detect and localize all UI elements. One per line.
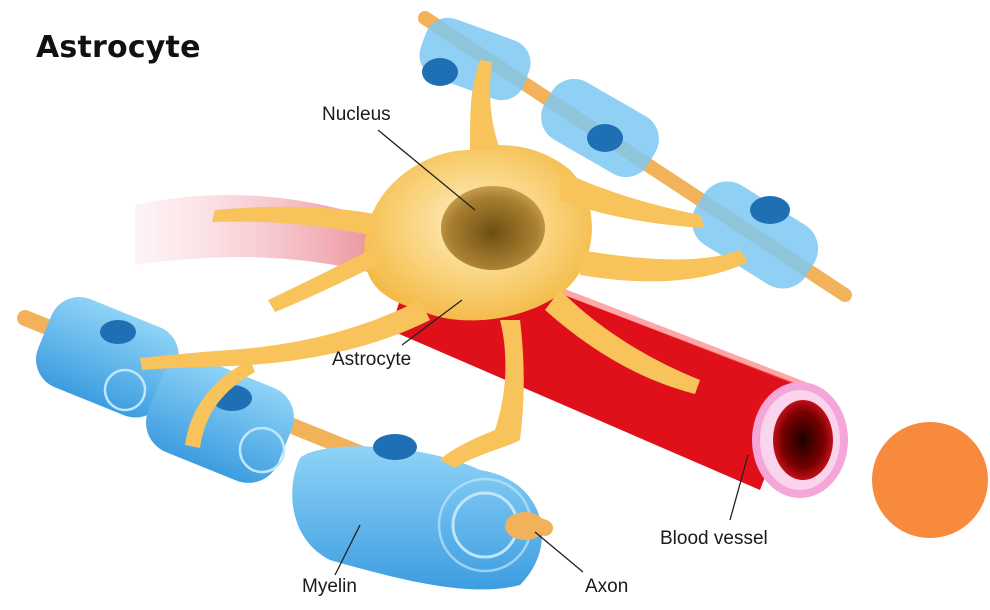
label-myelin: Myelin: [302, 576, 357, 598]
diagram-title: Astrocyte: [36, 30, 201, 65]
vessel-lumen: [773, 400, 833, 480]
axon-pointer: [535, 532, 583, 572]
label-axon: Axon: [585, 576, 628, 598]
label-nucleus: Nucleus: [322, 104, 391, 126]
nucleus: [441, 186, 545, 270]
label-astrocyte: Astrocyte: [332, 349, 411, 371]
orange-circle-marker: [872, 422, 988, 538]
label-blood-vessel: Blood vessel: [660, 528, 768, 550]
